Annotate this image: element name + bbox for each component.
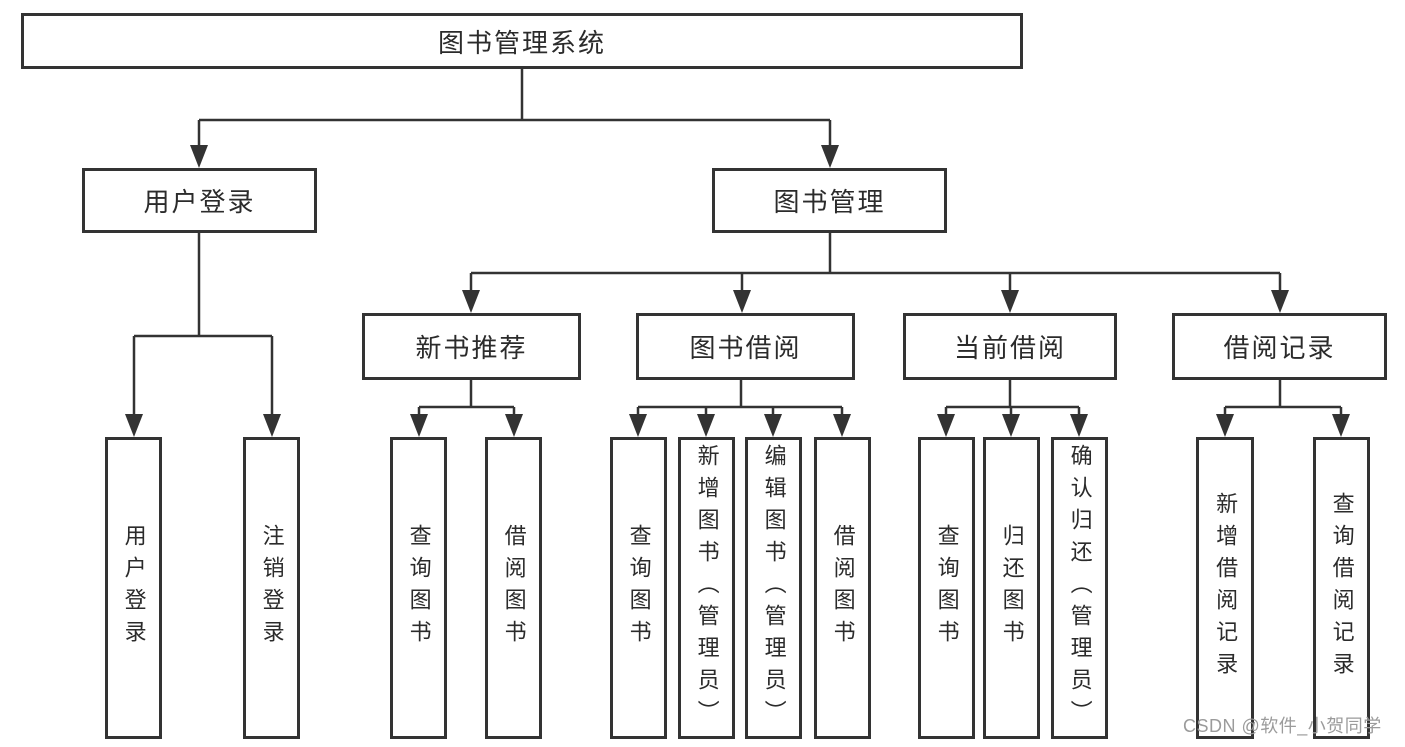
node-label: 新增图书（管理员） — [694, 444, 720, 732]
leaf-logout: 注销登录 — [243, 437, 300, 739]
node-label: 借阅记录 — [1223, 333, 1336, 363]
leaf-query-borrow-record: 查询借阅记录 — [1313, 437, 1370, 739]
node-book-management: 图书管理 — [712, 168, 947, 233]
leaf-add-borrow-record: 新增借阅记录 — [1196, 437, 1254, 739]
node-label: 借阅图书 — [830, 524, 856, 652]
node-label: 用户登录 — [121, 524, 147, 652]
node-label: 图书管理 — [773, 187, 886, 217]
node-label: 图书管理系统 — [437, 27, 606, 58]
leaf-add-books-admin: 新增图书（管理员） — [678, 437, 735, 739]
node-label: 编辑图书（管理员） — [761, 444, 787, 732]
node-label: 归还图书 — [999, 524, 1025, 652]
node-label: 图书借阅 — [689, 333, 802, 363]
node-label: 查询图书 — [626, 524, 652, 652]
node-new-book-recommendation: 新书推荐 — [362, 313, 581, 380]
csdn-watermark: CSDN @软件_小贺同学 — [1183, 716, 1382, 736]
leaf-confirm-return-admin: 确认归还（管理员） — [1051, 437, 1108, 739]
node-label: 借阅图书 — [501, 524, 527, 652]
arrowheads — [125, 145, 1350, 437]
leaf-query-books: 查询图书 — [610, 437, 667, 739]
leaf-user-login: 用户登录 — [105, 437, 162, 739]
node-current-borrowing: 当前借阅 — [903, 313, 1117, 380]
node-label: 用户登录 — [143, 187, 256, 217]
node-label: 确认归还（管理员） — [1067, 444, 1093, 732]
node-label: 查询借阅记录 — [1329, 492, 1355, 684]
node-label: 当前借阅 — [953, 333, 1066, 363]
leaf-query-books: 查询图书 — [918, 437, 975, 739]
leaf-query-books: 查询图书 — [390, 437, 447, 739]
node-label: 注销登录 — [259, 524, 285, 652]
node-borrowing-records: 借阅记录 — [1172, 313, 1387, 380]
leaf-edit-books-admin: 编辑图书（管理员） — [745, 437, 802, 739]
node-label: 新书推荐 — [415, 333, 528, 363]
node-library-management-system: 图书管理系统 — [21, 13, 1023, 69]
node-label: 查询图书 — [934, 524, 960, 652]
leaf-return-books: 归还图书 — [983, 437, 1040, 739]
node-label: 查询图书 — [406, 524, 432, 652]
node-book-borrowing: 图书借阅 — [636, 313, 855, 380]
node-user-login: 用户登录 — [82, 168, 317, 233]
node-label: 新增借阅记录 — [1213, 492, 1239, 684]
leaf-borrow-books: 借阅图书 — [485, 437, 542, 739]
leaf-borrow-books: 借阅图书 — [814, 437, 871, 739]
